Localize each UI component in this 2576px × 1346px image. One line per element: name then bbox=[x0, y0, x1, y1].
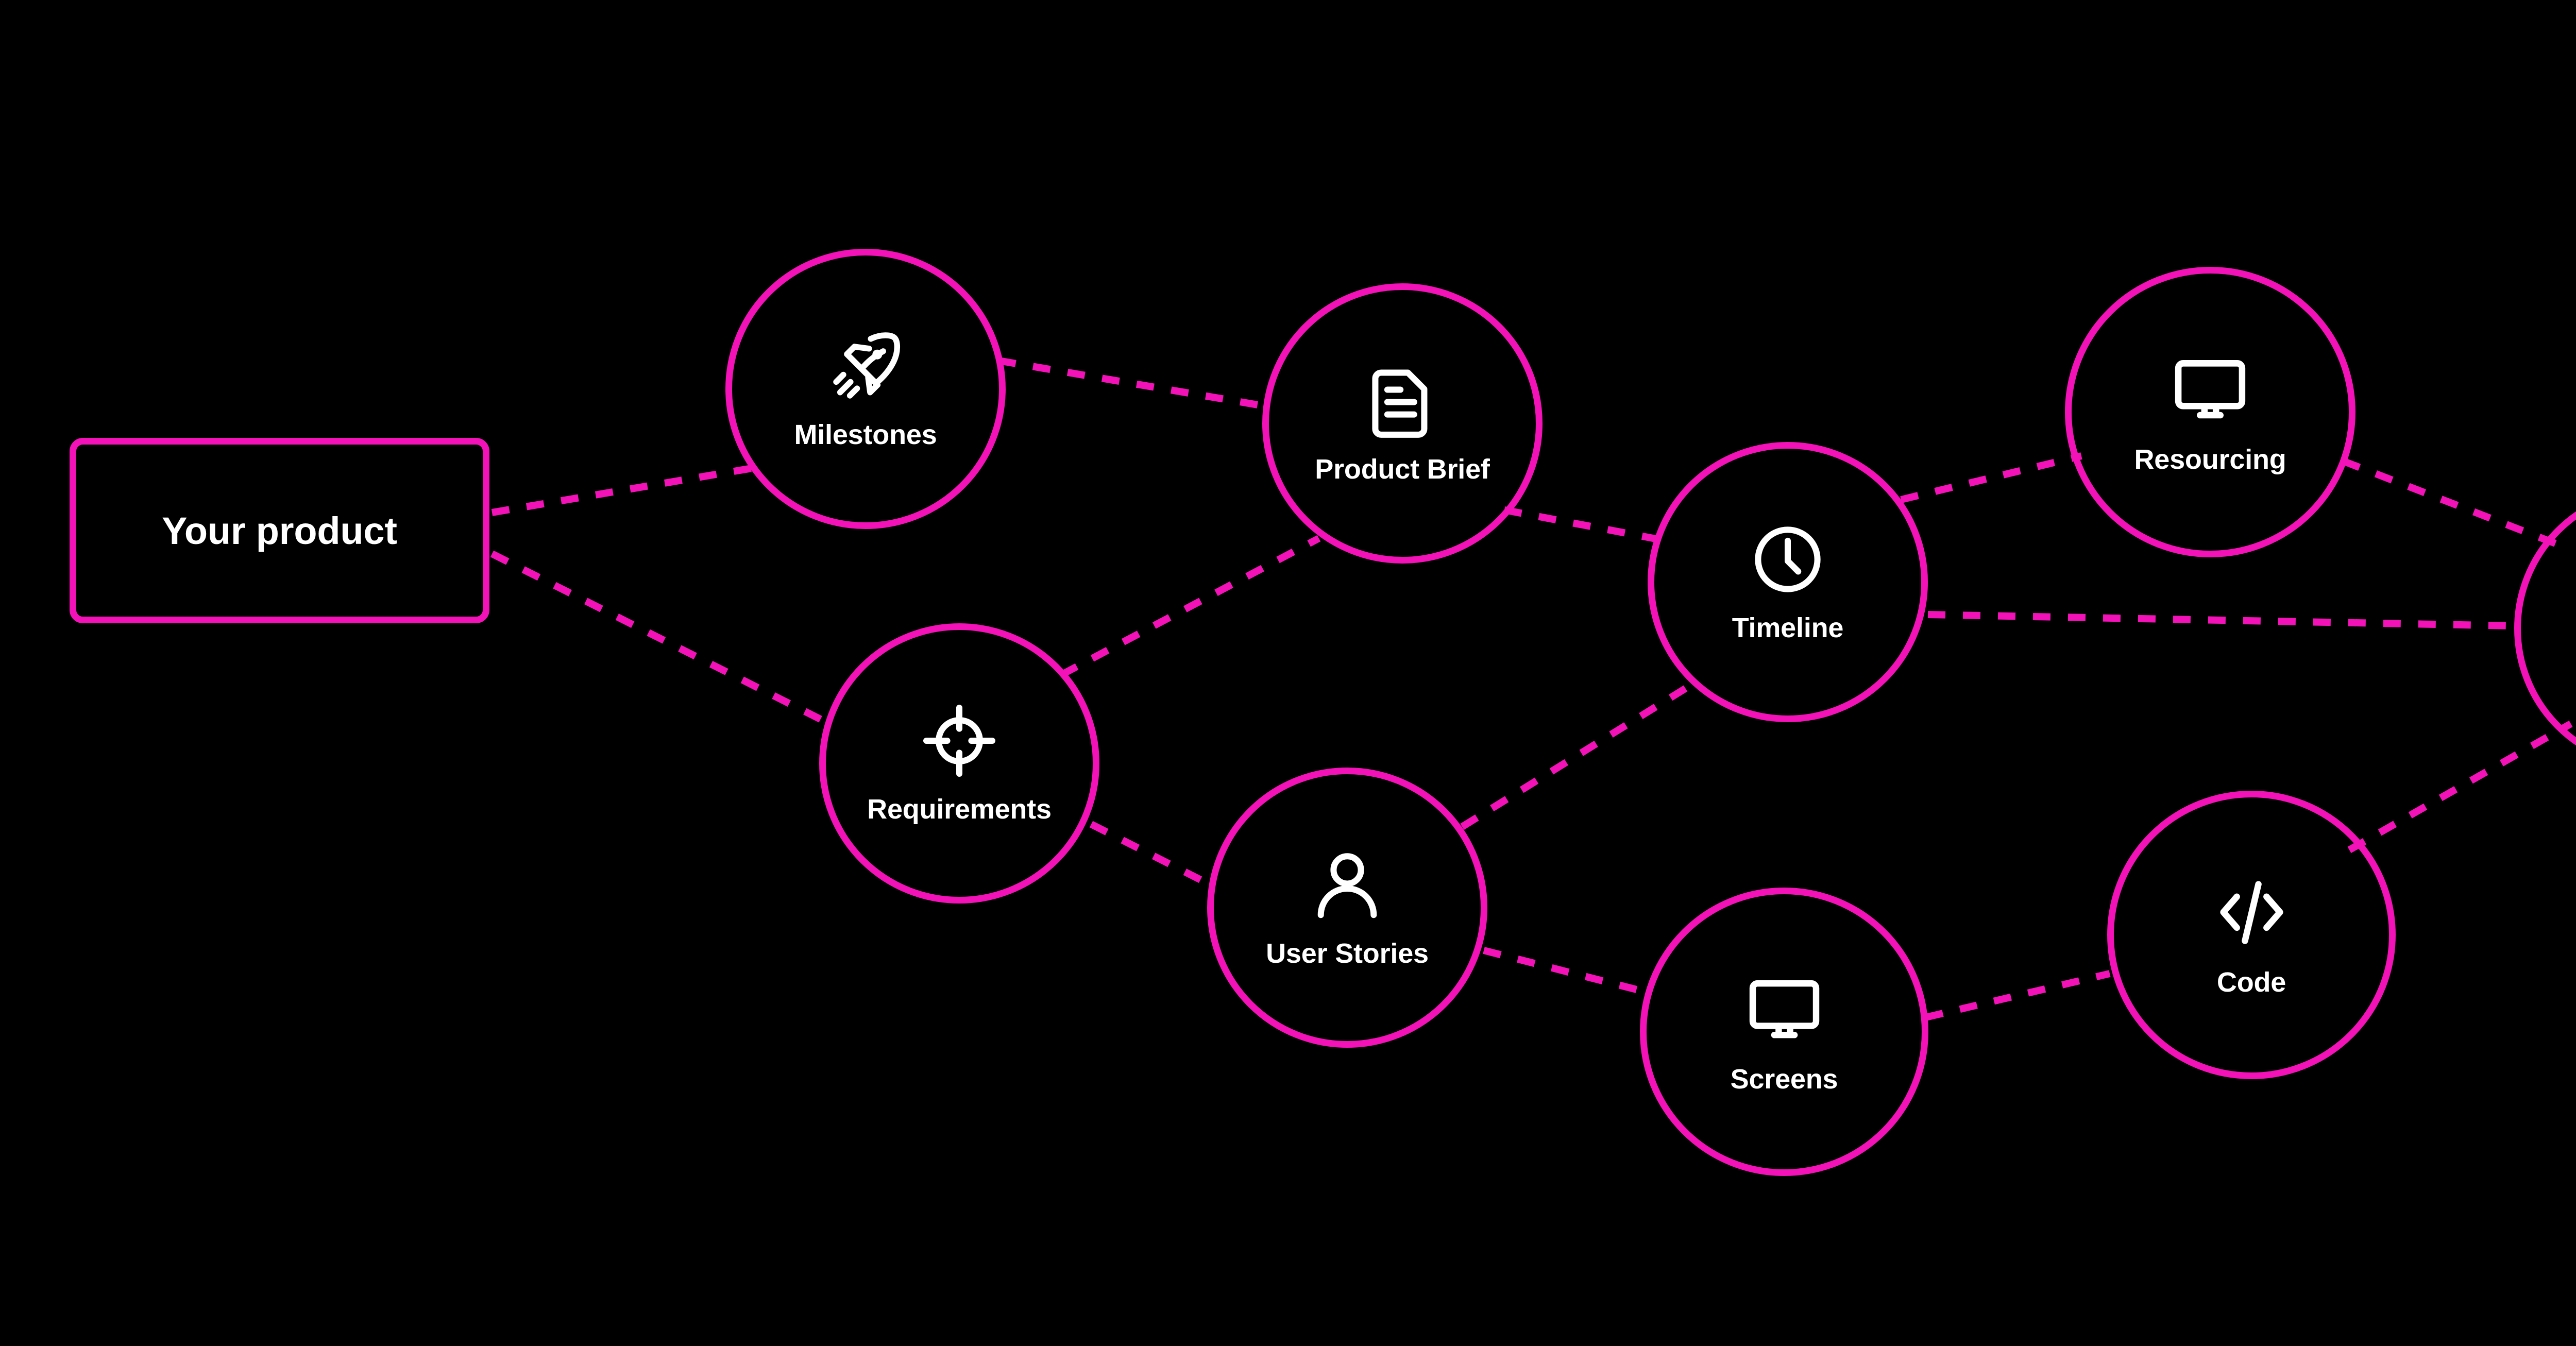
node-timeline[interactable]: Timeline bbox=[1648, 442, 1928, 722]
edge-requirements-to-user-stories bbox=[1089, 821, 1213, 889]
person-icon bbox=[1308, 846, 1386, 924]
edge-user-stories-to-timeline bbox=[1460, 679, 1697, 830]
rocket-icon bbox=[826, 327, 905, 405]
node-requirements[interactable]: Requirements bbox=[819, 623, 1099, 904]
edge-resourcing-to-and-more bbox=[2342, 457, 2557, 547]
clock-icon bbox=[1749, 520, 1827, 599]
node-your-product[interactable]: Your product bbox=[70, 438, 489, 623]
node-label-your-product: Your product bbox=[162, 509, 397, 552]
edge-screens-to-code bbox=[1925, 970, 2111, 1021]
node-code[interactable]: Code bbox=[2107, 791, 2396, 1079]
edge-milestones-to-product-brief bbox=[997, 357, 1271, 411]
edge-timeline-to-resourcing bbox=[1900, 452, 2082, 503]
node-resourcing[interactable]: Resourcing bbox=[2065, 267, 2355, 557]
edge-code-to-and-more bbox=[2347, 720, 2573, 854]
node-and-more[interactable]: And more! bbox=[2514, 487, 2576, 770]
node-label-code: Code bbox=[2216, 966, 2286, 998]
node-label-screens: Screens bbox=[1730, 1063, 1838, 1095]
edge-product-brief-to-timeline bbox=[1503, 506, 1668, 544]
node-label-product-brief: Product Brief bbox=[1315, 454, 1490, 485]
monitor-icon bbox=[2170, 349, 2251, 430]
node-label-milestones: Milestones bbox=[794, 419, 937, 450]
node-milestones[interactable]: Milestones bbox=[725, 249, 1006, 529]
node-label-timeline: Timeline bbox=[1732, 612, 1844, 643]
document-icon bbox=[1363, 362, 1442, 440]
node-label-requirements: Requirements bbox=[867, 794, 1052, 825]
edge-timeline-to-and-more bbox=[1927, 611, 2515, 629]
edge-your-product-to-milestones bbox=[491, 463, 765, 516]
edge-your-product-to-requirements bbox=[490, 550, 826, 725]
monitor-icon bbox=[1744, 969, 1825, 1050]
edge-user-stories-to-screens bbox=[1483, 947, 1646, 995]
node-screens[interactable]: Screens bbox=[1640, 888, 1928, 1176]
node-user-stories[interactable]: User Stories bbox=[1207, 768, 1487, 1048]
node-product-brief[interactable]: Product Brief bbox=[1262, 283, 1543, 564]
edge-requirements-to-product-brief bbox=[1059, 535, 1321, 678]
crosshair-target-icon bbox=[920, 702, 998, 780]
node-label-resourcing: Resourcing bbox=[2134, 444, 2286, 475]
code-brackets-icon bbox=[2211, 872, 2292, 953]
node-label-user-stories: User Stories bbox=[1266, 938, 1429, 969]
